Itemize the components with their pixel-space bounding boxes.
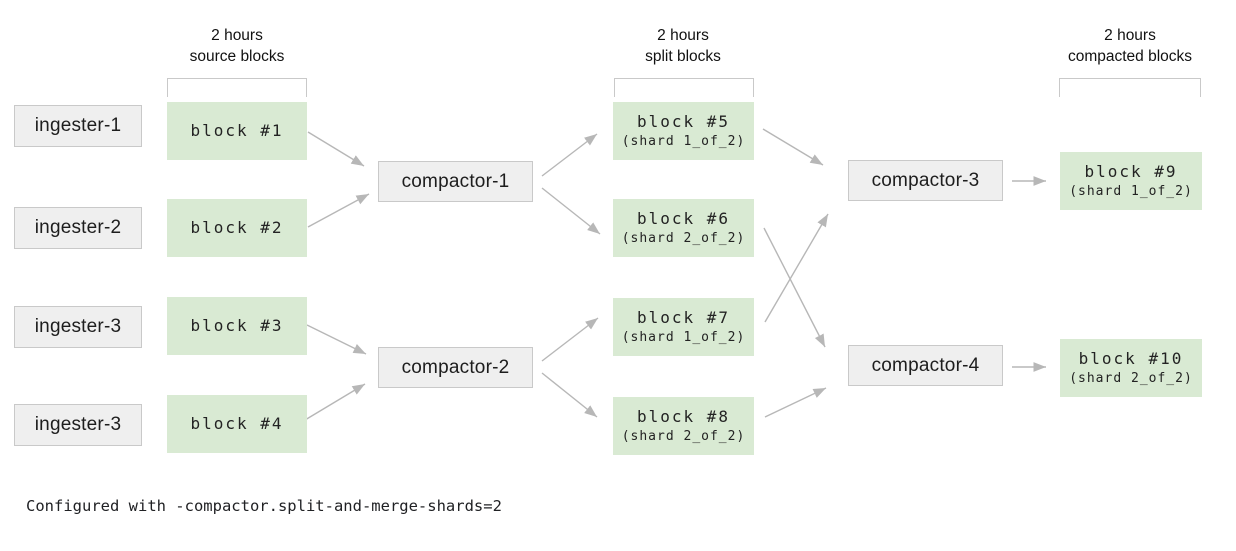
edge-block-4-to-compactor-2 bbox=[304, 383, 366, 421]
compactor-3-box: compactor-3 bbox=[848, 160, 1003, 201]
edge-block-2-to-compactor-1 bbox=[307, 193, 370, 228]
block-9: block #9 (shard 1_of_2) bbox=[1060, 152, 1202, 210]
source-blocks-bracket bbox=[167, 78, 307, 97]
edge-compactor-1-to-block-5 bbox=[541, 133, 598, 177]
compacted-blocks-header: 2 hours compacted blocks bbox=[1020, 25, 1236, 67]
edge-block-6-to-compactor-4 bbox=[763, 227, 826, 348]
block-5-label: block #5 bbox=[636, 112, 731, 131]
ingester-2-box: ingester-2 bbox=[14, 207, 142, 249]
block-6-label: block #6 bbox=[636, 209, 731, 228]
block-9-shard-label: (shard 1_of_2) bbox=[1069, 184, 1193, 199]
header-line: 2 hours bbox=[1104, 27, 1156, 44]
block-7: block #7 (shard 1_of_2) bbox=[613, 298, 754, 356]
compactor-4-box: compactor-4 bbox=[848, 345, 1003, 386]
edge-block-7-to-compactor-3 bbox=[764, 213, 829, 323]
source-blocks-header: 2 hours source blocks bbox=[127, 25, 347, 67]
compactor-2-label: compactor-2 bbox=[401, 356, 510, 378]
block-8: block #8 (shard 2_of_2) bbox=[613, 397, 754, 455]
ingester-3b-box: ingester-3 bbox=[14, 404, 142, 446]
block-6-shard-label: (shard 2_of_2) bbox=[621, 231, 746, 246]
block-7-shard-label: (shard 1_of_2) bbox=[621, 330, 746, 345]
edge-compactor-2-to-block-8 bbox=[541, 372, 598, 418]
compactor-1-label: compactor-1 bbox=[401, 170, 510, 192]
edge-block-5-to-compactor-3 bbox=[762, 128, 824, 166]
split-blocks-bracket bbox=[614, 78, 754, 97]
ingester-1-box: ingester-1 bbox=[14, 105, 142, 147]
block-1: block #1 bbox=[167, 102, 307, 160]
header-line: 2 hours bbox=[657, 27, 709, 44]
split-blocks-header: 2 hours split blocks bbox=[573, 25, 793, 67]
ingester-3b-label: ingester-3 bbox=[34, 414, 122, 435]
header-line: split blocks bbox=[645, 48, 721, 65]
header-line: source blocks bbox=[189, 48, 285, 65]
block-8-shard-label: (shard 2_of_2) bbox=[621, 429, 746, 444]
compactor-4-label: compactor-4 bbox=[871, 354, 980, 376]
config-caption: Configured with -compactor.split-and-mer… bbox=[26, 497, 502, 515]
block-10: block #10 (shard 2_of_2) bbox=[1060, 339, 1202, 397]
block-4: block #4 bbox=[167, 395, 307, 453]
compactor-3-label: compactor-3 bbox=[871, 169, 980, 191]
block-1-label: block #1 bbox=[190, 121, 284, 140]
block-8-label: block #8 bbox=[636, 407, 731, 426]
ingester-3-label: ingester-3 bbox=[34, 316, 122, 337]
block-3: block #3 bbox=[167, 297, 307, 355]
ingester-1-label: ingester-1 bbox=[34, 115, 122, 136]
block-6: block #6 (shard 2_of_2) bbox=[613, 199, 754, 257]
block-2-label: block #2 bbox=[190, 218, 284, 237]
edge-compactor-1-to-block-6 bbox=[541, 187, 601, 235]
ingester-3-box: ingester-3 bbox=[14, 306, 142, 348]
edge-block-8-to-compactor-4 bbox=[764, 387, 827, 418]
block-4-label: block #4 bbox=[190, 414, 284, 433]
block-5: block #5 (shard 1_of_2) bbox=[613, 102, 754, 160]
header-line: 2 hours bbox=[211, 27, 263, 44]
compactor-2-box: compactor-2 bbox=[378, 347, 533, 388]
edge-block-1-to-compactor-1 bbox=[307, 131, 365, 167]
block-3-label: block #3 bbox=[190, 316, 284, 335]
compactor-1-box: compactor-1 bbox=[378, 161, 533, 202]
block-9-label: block #9 bbox=[1084, 162, 1178, 181]
block-5-shard-label: (shard 1_of_2) bbox=[621, 134, 746, 149]
block-7-label: block #7 bbox=[636, 308, 731, 327]
block-2: block #2 bbox=[167, 199, 307, 257]
block-10-label: block #10 bbox=[1078, 349, 1184, 368]
edge-block-3-to-compactor-2 bbox=[306, 324, 367, 355]
block-10-shard-label: (shard 2_of_2) bbox=[1069, 371, 1193, 386]
ingester-2-label: ingester-2 bbox=[34, 217, 122, 238]
edge-compactor-2-to-block-7 bbox=[541, 317, 599, 362]
header-line: compacted blocks bbox=[1067, 48, 1193, 65]
compacted-blocks-bracket bbox=[1059, 78, 1201, 97]
